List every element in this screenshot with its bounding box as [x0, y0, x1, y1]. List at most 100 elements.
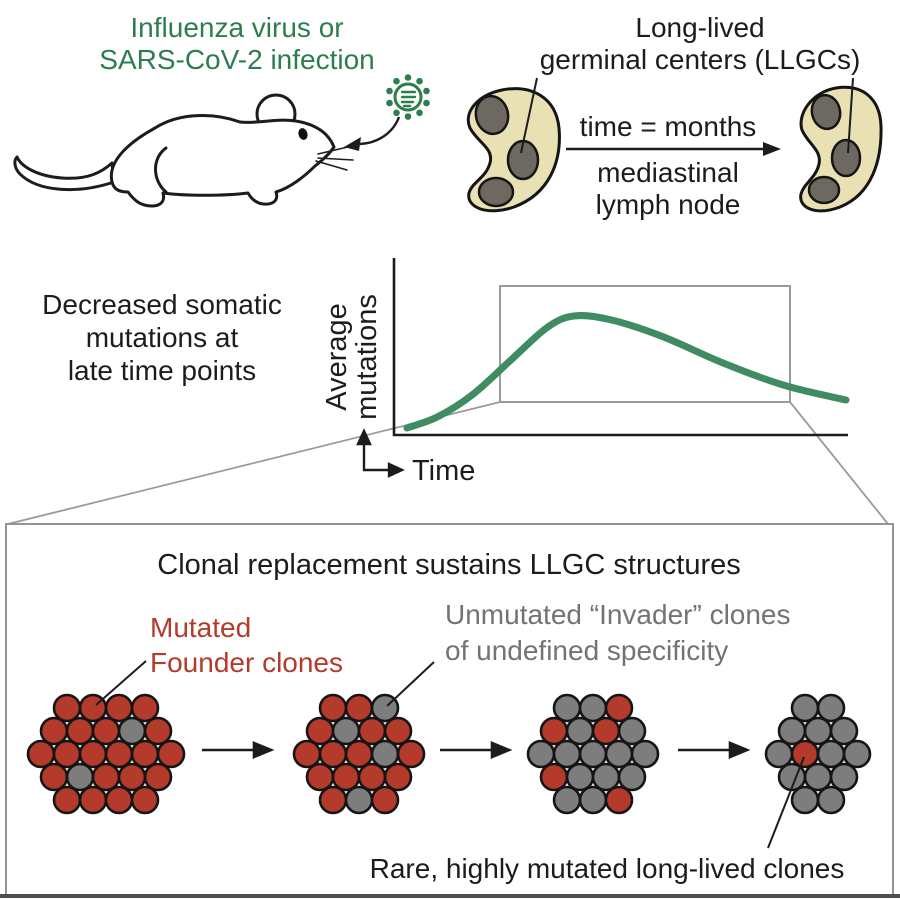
- time-arrowhead: [763, 142, 781, 156]
- founder-clone-circle: [383, 762, 413, 792]
- germinal-center-ellipse: [830, 138, 862, 178]
- lymph-node-blob-left: [466, 87, 561, 213]
- founder-clone-circle: [604, 693, 634, 723]
- founder-clone-circle: [65, 716, 95, 746]
- germinal-center-ellipse: [477, 176, 515, 208]
- invader-clone-circle: [790, 693, 820, 723]
- founder-clone-circle: [130, 739, 160, 769]
- infection-arrow: [344, 116, 401, 151]
- x-axis-label: Time: [412, 455, 475, 487]
- founder-clone-circle: [331, 762, 361, 792]
- invader-clone-circle: [842, 739, 872, 769]
- rare-label: Rare, highly mutated long-lived clones: [370, 853, 845, 884]
- llgc-leader-left: [520, 77, 538, 154]
- invader-clone-circle: [630, 739, 660, 769]
- invader-clone-circle: [344, 785, 374, 815]
- virus-spike: [416, 77, 423, 85]
- founder-clone-circle: [539, 762, 569, 792]
- mouse-outline-icon: [13, 93, 354, 208]
- founder-clone-circle: [91, 762, 121, 792]
- founder-clone-circle: [104, 739, 134, 769]
- founder-clone-circle: [383, 716, 413, 746]
- invader-clone-circle: [552, 739, 582, 769]
- infection-title-line2: SARS-CoV-2 infection: [99, 44, 374, 75]
- invader-clone-circle: [370, 739, 400, 769]
- invader-clone-circle: [565, 716, 595, 746]
- zoom-connector-right: [789, 401, 889, 525]
- founder-clone-circle: [292, 739, 322, 769]
- invader-clone-circle: [604, 739, 634, 769]
- invader-clone-circle: [526, 739, 556, 769]
- founder-clone-circle: [344, 693, 374, 723]
- invader-clone-circle: [617, 716, 647, 746]
- invader-clone-circle: [578, 693, 608, 723]
- chart-caption-line1: Decreased somatic: [42, 289, 282, 320]
- invader-label-line2: of undefined specificity: [445, 635, 728, 666]
- founder-clone-circle: [305, 716, 335, 746]
- invader-clone-circle: [777, 716, 807, 746]
- founder-clone-circle: [357, 716, 387, 746]
- invader-clone-circle: [816, 693, 846, 723]
- founder-clone-circle: [305, 762, 335, 792]
- virus-spike: [404, 113, 412, 120]
- germinal-center-ellipse: [807, 175, 841, 205]
- founder-clone-circle: [539, 716, 569, 746]
- founder-clone-circle: [604, 785, 634, 815]
- founder-clone-circle: [790, 739, 820, 769]
- mouse-tail: [13, 155, 116, 191]
- clone-clusters: [26, 693, 872, 815]
- mediastinal-label: mediastinal: [597, 157, 739, 188]
- founder-clone-circle: [143, 762, 173, 792]
- llgc-leader-right: [847, 77, 854, 154]
- invader-clone-circle: [65, 762, 95, 792]
- virus-rna-segments: [400, 90, 417, 108]
- founder-clone-circle: [591, 716, 621, 746]
- virus-spike: [423, 99, 430, 107]
- virus-spike: [404, 74, 412, 81]
- founder-clone-circle: [130, 693, 160, 723]
- svg-text:mutations: mutations: [351, 294, 383, 420]
- founder-clone-circle: [39, 762, 69, 792]
- panel-title: Clonal replacement sustains LLGC structu…: [157, 549, 740, 581]
- time-arrow: [566, 142, 781, 156]
- virus-spike: [386, 87, 393, 95]
- infection-title-line1: Influenza virus or: [130, 12, 343, 43]
- founder-leader: [95, 660, 147, 706]
- founder-label-line2: Founder clones: [150, 647, 343, 678]
- mouse-eye: [298, 128, 308, 140]
- founder-clone-circle: [130, 785, 160, 815]
- founder-clone-circle: [156, 739, 186, 769]
- invader-label-line1: Unmutated “Invader” clones: [445, 599, 791, 630]
- mutation-chart-panel: Decreased somatic mutations at late time…: [7, 258, 889, 525]
- founder-clone-circle: [117, 762, 147, 792]
- founder-clone-circle: [344, 739, 374, 769]
- invader-leader: [386, 661, 435, 707]
- invader-clone-circle: [829, 716, 859, 746]
- invader-clone-circle: [803, 716, 833, 746]
- cluster-arrows: [202, 741, 751, 759]
- virus-spike: [416, 109, 423, 117]
- virus-icon: [386, 74, 430, 120]
- founder-clone-circle: [104, 693, 134, 723]
- invader-clone-circle: [617, 762, 647, 792]
- lymph-node-blob-right: [799, 85, 883, 213]
- svg-text:Average: Average: [321, 303, 353, 411]
- time-months-label: time = months: [580, 111, 757, 142]
- virus-spike: [393, 77, 400, 85]
- invader-clone-circle: [578, 785, 608, 815]
- infection-arrowhead: [344, 137, 361, 151]
- zoom-box: [499, 285, 791, 403]
- virus-spikes: [386, 74, 430, 120]
- germinal-center-ellipse: [474, 94, 510, 136]
- infection-panel: Influenza virus or SARS-CoV-2 infection: [13, 12, 430, 208]
- founder-clone-circle: [52, 693, 82, 723]
- chart-caption-line3: late time points: [68, 355, 256, 386]
- invader-clone-circle: [578, 739, 608, 769]
- invader-clone-circle: [117, 716, 147, 746]
- origin-axis-arrows: [356, 428, 405, 478]
- founder-clone-circle: [52, 739, 82, 769]
- invader-clone-circle: [829, 762, 859, 792]
- founder-clone-circle: [318, 693, 348, 723]
- virus-spike: [423, 87, 430, 95]
